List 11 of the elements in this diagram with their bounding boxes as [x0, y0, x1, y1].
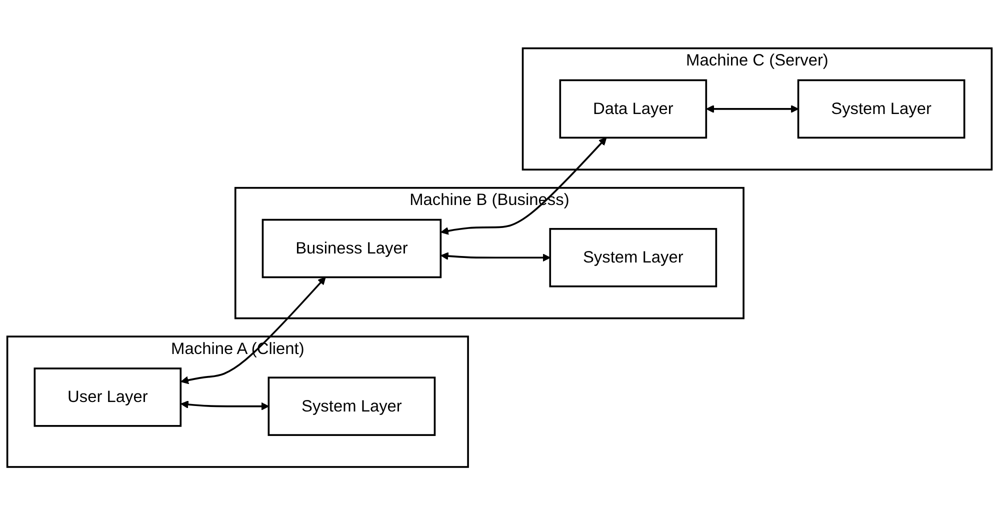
arrow	[440, 138, 607, 236]
node-box: Data Layer	[559, 80, 708, 139]
node-box: System Layer	[797, 80, 966, 139]
node-box: System Layer	[549, 228, 718, 288]
arrow	[706, 105, 799, 114]
arrow	[440, 252, 550, 262]
node-box: System Layer	[268, 377, 436, 436]
arrow	[180, 277, 326, 384]
node-box: Business Layer	[262, 219, 442, 279]
node-box: User Layer	[34, 368, 182, 428]
arrow	[180, 400, 270, 411]
